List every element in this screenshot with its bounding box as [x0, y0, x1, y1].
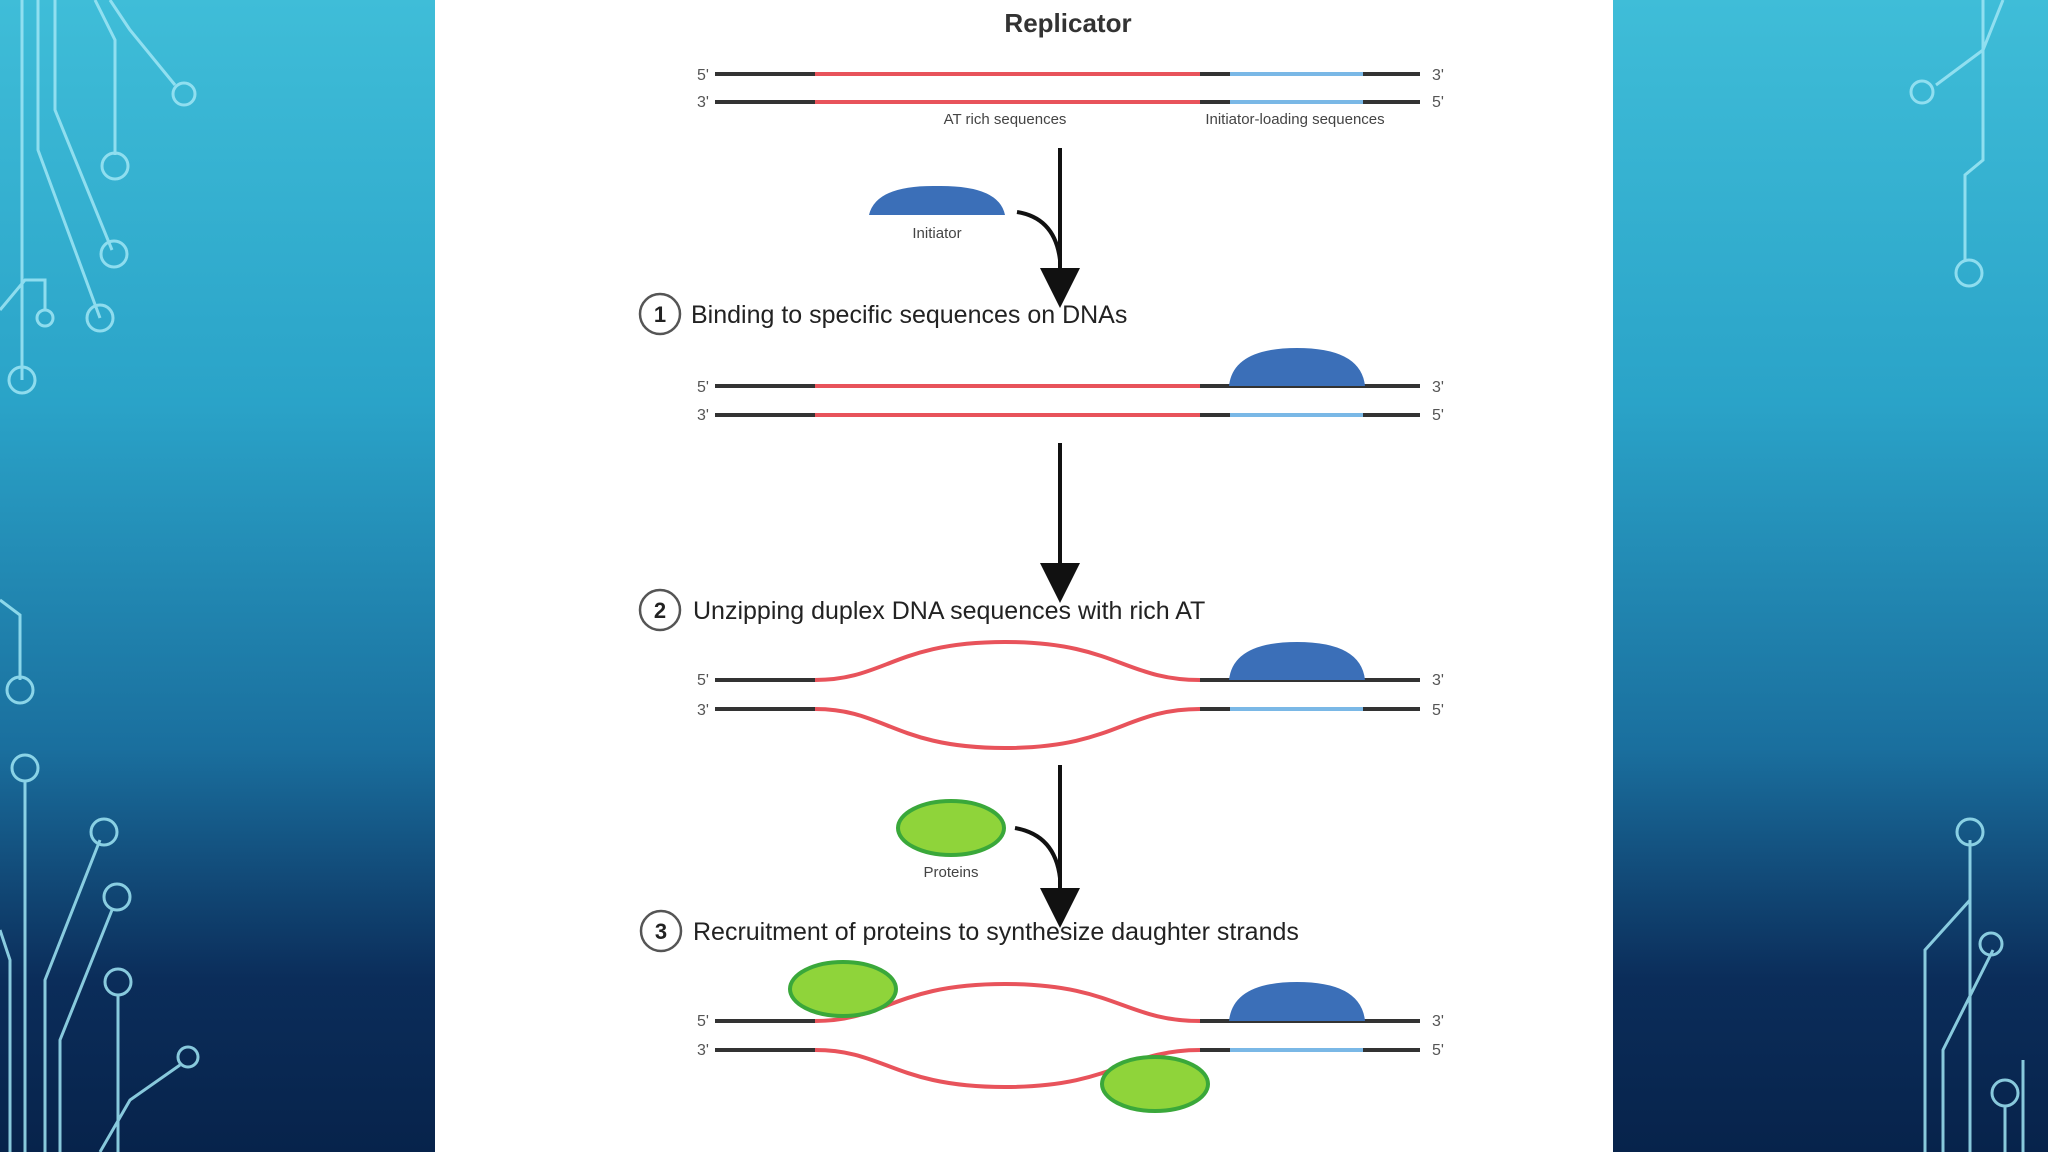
dna-bound: 5' 3' 3' 5' — [697, 348, 1444, 424]
strand-end-top-left: 5' — [697, 67, 709, 84]
protein-top — [788, 960, 898, 1018]
initiator-bound — [1229, 982, 1365, 1021]
dna-initial: 5' 3' 3' 5' AT rich sequences Initiator-… — [697, 67, 1444, 128]
step-3: 3 Recruitment of proteins to synthesize … — [639, 909, 1299, 953]
protein-shape — [896, 799, 1006, 857]
strand-end-bottom-left: 3' — [697, 702, 709, 719]
label-initiator: Initiator — [912, 225, 961, 242]
strand-end-top-right: 3' — [1432, 379, 1444, 396]
step-1-text: Binding to specific sequences on DNAs — [691, 301, 1127, 329]
strand-end-bottom-left: 3' — [697, 1042, 709, 1059]
strand-end-bottom-right: 5' — [1432, 94, 1444, 111]
strand-end-top-left: 5' — [697, 379, 709, 396]
strand-end-bottom-right: 5' — [1432, 407, 1444, 424]
strand-end-bottom-left: 3' — [697, 94, 709, 111]
diagram-title: Replicator — [1004, 8, 1131, 38]
replicator-diagram: Replicator 5' 3' 3' 5' AT rich sequences… — [638, 8, 1444, 1113]
strand-end-top-right: 3' — [1432, 67, 1444, 84]
arrow-step-1: Initiator — [869, 148, 1080, 308]
step-2: 2 Unzipping duplex DNA sequences with ri… — [638, 588, 1205, 632]
strand-end-bottom-right: 5' — [1432, 702, 1444, 719]
diagram-panel: Replicator 5' 3' 3' 5' AT rich sequences… — [435, 0, 1613, 1152]
strand-end-bottom-left: 3' — [697, 407, 709, 424]
dna-recruitment: 5' 3' 3' 5' — [697, 960, 1444, 1113]
strand-end-bottom-right: 5' — [1432, 1042, 1444, 1059]
step-1: 1 Binding to specific sequences on DNAs — [638, 292, 1127, 336]
initiator-bound — [1229, 642, 1365, 680]
initiator-shape — [869, 185, 1005, 215]
right-circuit-decoration — [1909, 0, 2025, 1152]
step-2-number: 2 — [654, 598, 666, 623]
strand-end-top-left: 5' — [697, 672, 709, 689]
strand-end-top-right: 3' — [1432, 672, 1444, 689]
step-2-text: Unzipping duplex DNA sequences with rich… — [693, 597, 1205, 625]
step-1-number: 1 — [654, 302, 666, 327]
dna-unzipped: 5' 3' 3' 5' — [697, 639, 1444, 751]
step-3-number: 3 — [655, 919, 667, 944]
label-at-rich: AT rich sequences — [944, 111, 1067, 128]
strand-end-top-left: 5' — [697, 1013, 709, 1030]
label-initiator-loading: Initiator-loading sequences — [1205, 111, 1384, 128]
protein-bottom — [1100, 1055, 1210, 1113]
initiator-bound — [1229, 348, 1365, 386]
arrow-step-3: Proteins — [896, 765, 1080, 928]
left-circuit-decoration — [0, 0, 200, 1152]
label-proteins: Proteins — [923, 864, 978, 881]
step-3-text: Recruitment of proteins to synthesize da… — [693, 918, 1299, 946]
strand-end-top-right: 3' — [1432, 1013, 1444, 1030]
